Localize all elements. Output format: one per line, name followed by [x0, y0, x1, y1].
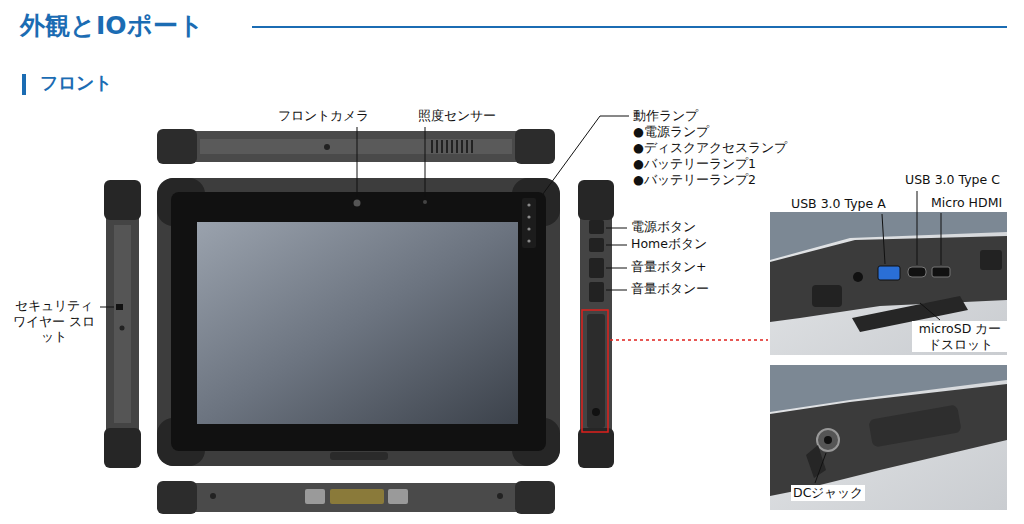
part-label: ●バッテリーランプ1 [633, 156, 756, 172]
part-label: 音量ボタン+ [631, 259, 706, 275]
part-label: ●ディスクアクセスランプ [633, 140, 787, 156]
port-label: USB 3.0 Type C [903, 172, 1002, 188]
part-label: ●バッテリーランプ2 [633, 172, 756, 188]
port-label: microSD カードスロット [912, 321, 1008, 352]
part-label: 照度センサー [418, 108, 496, 124]
port-label: Micro HDMI [929, 195, 1004, 211]
part-label: 電源ボタン [631, 219, 696, 235]
section-heading: フロント [40, 72, 112, 95]
part-label: Homeボタン [631, 236, 707, 252]
part-label: ●電源ランプ [633, 124, 709, 140]
part-label: セキュリティ ワイヤー スロット [10, 298, 98, 345]
page-title: 外観とIOポート [20, 10, 204, 41]
part-label: 動作ランプ [633, 108, 698, 124]
part-label: 音量ボタンー [631, 281, 709, 297]
port-label: USB 3.0 Type A [789, 196, 888, 212]
port-label: DCジャック [791, 485, 865, 501]
part-label: フロントカメラ [278, 108, 369, 124]
